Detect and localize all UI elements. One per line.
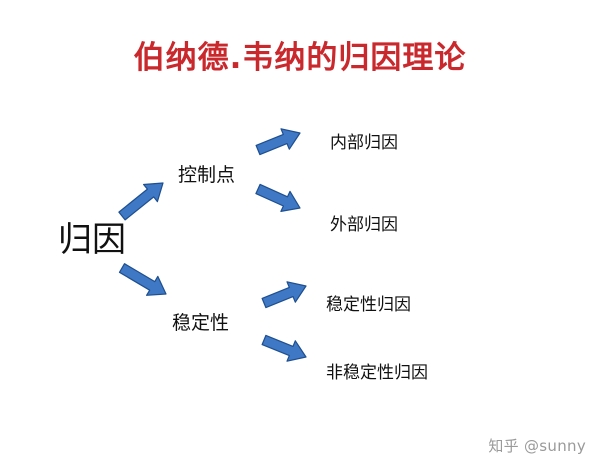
branch-control: 控制点 bbox=[178, 164, 236, 186]
leaf-stable: 稳定性归因 bbox=[326, 295, 411, 315]
arrow-control-to-external bbox=[255, 183, 301, 212]
diagram-title: 伯纳德.韦纳的归因理论 bbox=[133, 40, 467, 76]
arrow-stability-to-unstable bbox=[261, 334, 307, 362]
branch-stability: 稳定性 bbox=[172, 312, 230, 334]
arrow-root-to-stability bbox=[118, 263, 167, 296]
arrow-group bbox=[118, 128, 307, 362]
arrow-root-to-control bbox=[118, 182, 164, 221]
leaf-internal: 内部归因 bbox=[330, 133, 398, 153]
leaf-external: 外部归因 bbox=[330, 215, 398, 235]
leaf-unstable: 非稳定性归因 bbox=[326, 363, 428, 383]
watermark-text: 知乎 @sunny bbox=[488, 437, 586, 455]
arrow-stability-to-stable bbox=[261, 281, 307, 309]
root-node: 归因 bbox=[58, 220, 126, 260]
arrow-control-to-internal bbox=[255, 128, 301, 156]
